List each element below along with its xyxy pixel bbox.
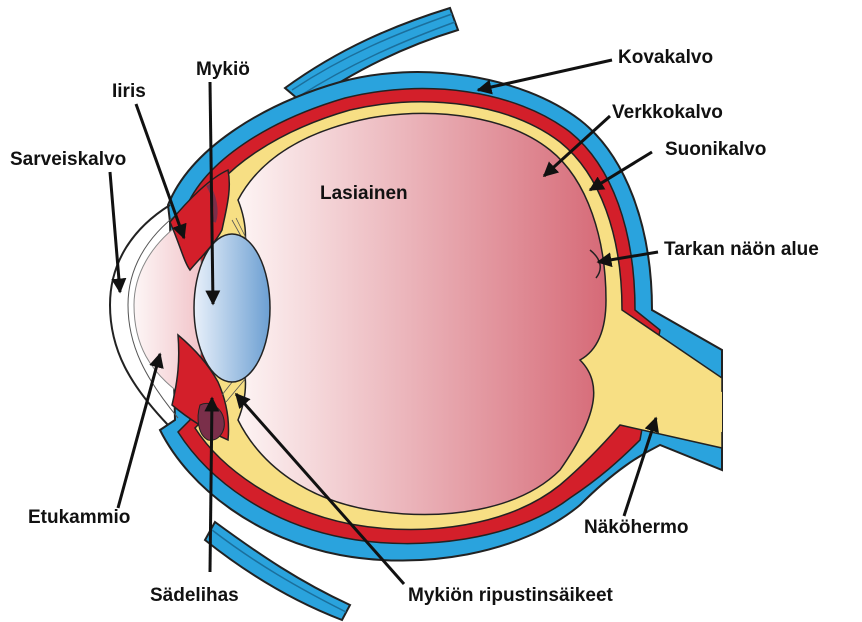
label-iiris: Iiris — [112, 82, 146, 101]
label-verkkokalvo: Verkkokalvo — [612, 103, 723, 122]
label-nakohermo: Näköhermo — [584, 518, 689, 537]
label-etukammio: Etukammio — [28, 508, 130, 527]
arrow-kovakalvo — [478, 60, 612, 90]
label-sarveiskalvo: Sarveiskalvo — [10, 150, 126, 169]
label-lasiainen: Lasiainen — [320, 184, 408, 203]
label-suonikalvo: Suonikalvo — [665, 140, 766, 159]
arrow-iiris — [136, 104, 184, 238]
label-mykio: Mykiö — [196, 60, 250, 79]
label-mykion-ripustinsaikeet: Mykiön ripustinsäikeet — [408, 586, 613, 605]
arrow-sadelihas — [210, 398, 212, 572]
lens — [194, 234, 270, 382]
label-sadelihas: Sädelihas — [150, 586, 239, 605]
label-tarkan-naon-alue: Tarkan näön alue — [664, 240, 819, 259]
label-kovakalvo: Kovakalvo — [618, 48, 713, 67]
arrow-etukammio — [118, 354, 160, 508]
vitreous-body — [238, 113, 606, 514]
